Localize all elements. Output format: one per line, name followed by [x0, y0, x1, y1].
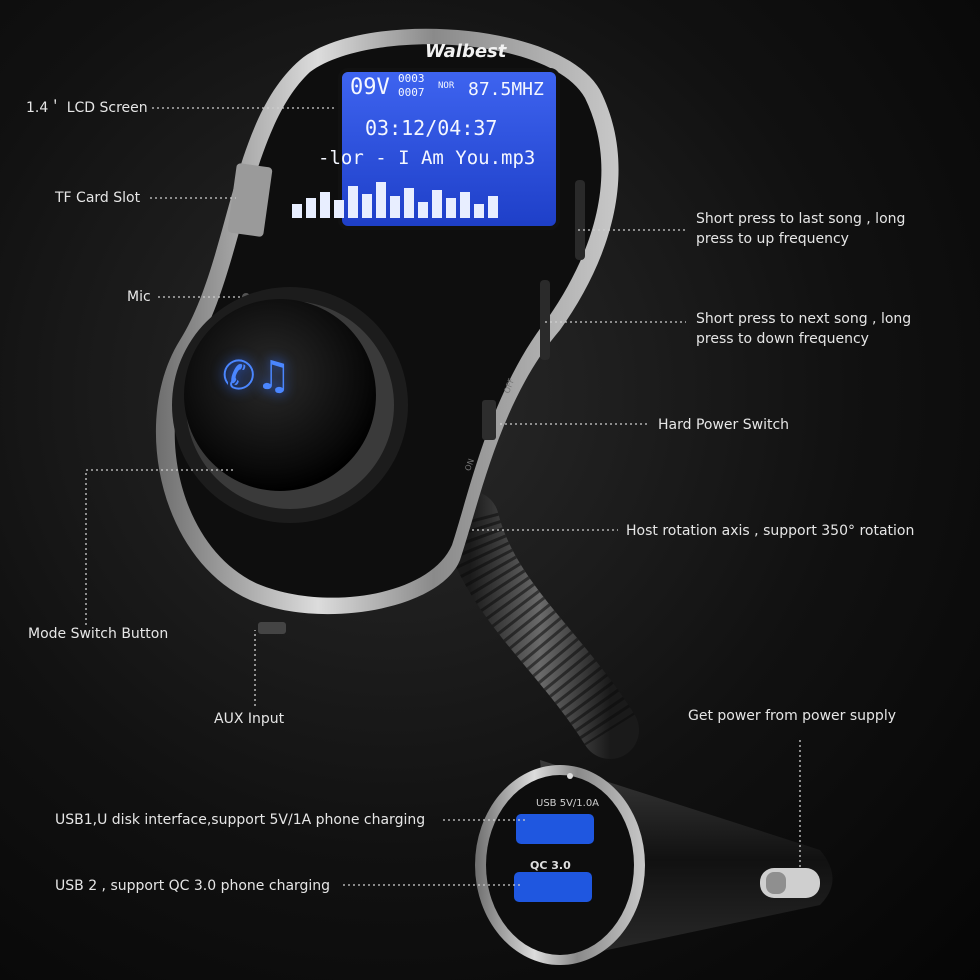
callout-usb1: USB1,U disk interface,support 5V/1A phon… [55, 812, 426, 828]
callout-lines [85, 107, 801, 886]
callout-tf-card-slot: TF Card Slot [55, 190, 141, 206]
next-song-button[interactable] [540, 280, 550, 360]
aux-input[interactable] [258, 622, 286, 634]
callout-power-switch: Hard Power Switch [658, 417, 790, 433]
mode-switch-button[interactable] [184, 299, 376, 491]
transmitter-head [155, 28, 619, 634]
lcd-track-total: 0007 [398, 86, 425, 99]
callout-lcd-screen: 1.4＇ LCD Screen [26, 100, 148, 116]
lcd-time: 03:12/04:37 [365, 116, 498, 140]
lcd-voltage: 09V [350, 75, 390, 100]
phone-music-icon: ✆♫ [222, 353, 292, 399]
callout-mode-switch-button: Mode Switch Button [28, 626, 169, 642]
callout-usb2: USB 2 , support QC 3.0 phone charging [55, 878, 331, 894]
power-switch[interactable] [482, 400, 496, 440]
usb1-port[interactable] [516, 814, 594, 844]
lcd-mode-tag: NOR [438, 81, 455, 91]
tf-card-slot[interactable] [227, 163, 273, 237]
callout-next-song: Short press to next song , long press to… [696, 311, 912, 347]
lcd-frequency: 87.5MHZ [468, 79, 544, 100]
last-song-button[interactable] [575, 180, 585, 260]
gooseneck [441, 491, 639, 759]
lcd-song-title: -lor - I Am You.mp3 [318, 147, 536, 169]
equalizer-bars [292, 182, 498, 218]
callout-power-supply: Get power from power supply [688, 708, 896, 724]
car-charger-plug [475, 760, 833, 965]
callout-aux-input: AUX Input [214, 711, 285, 727]
usb1-port-label: USB 5V/1.0A [536, 798, 600, 809]
usb2-port[interactable] [514, 872, 592, 902]
brand-logo: Walbest [425, 41, 507, 62]
callout-last-song: Short press to last song , long press to… [696, 211, 906, 247]
callout-mic: Mic [127, 289, 151, 305]
usb2-port-label: QC 3.0 [530, 859, 571, 872]
callout-rotation: Host rotation axis , support 350° rotati… [626, 523, 915, 539]
lcd-screen [338, 68, 560, 230]
lcd-track-number: 0003 [398, 72, 425, 85]
